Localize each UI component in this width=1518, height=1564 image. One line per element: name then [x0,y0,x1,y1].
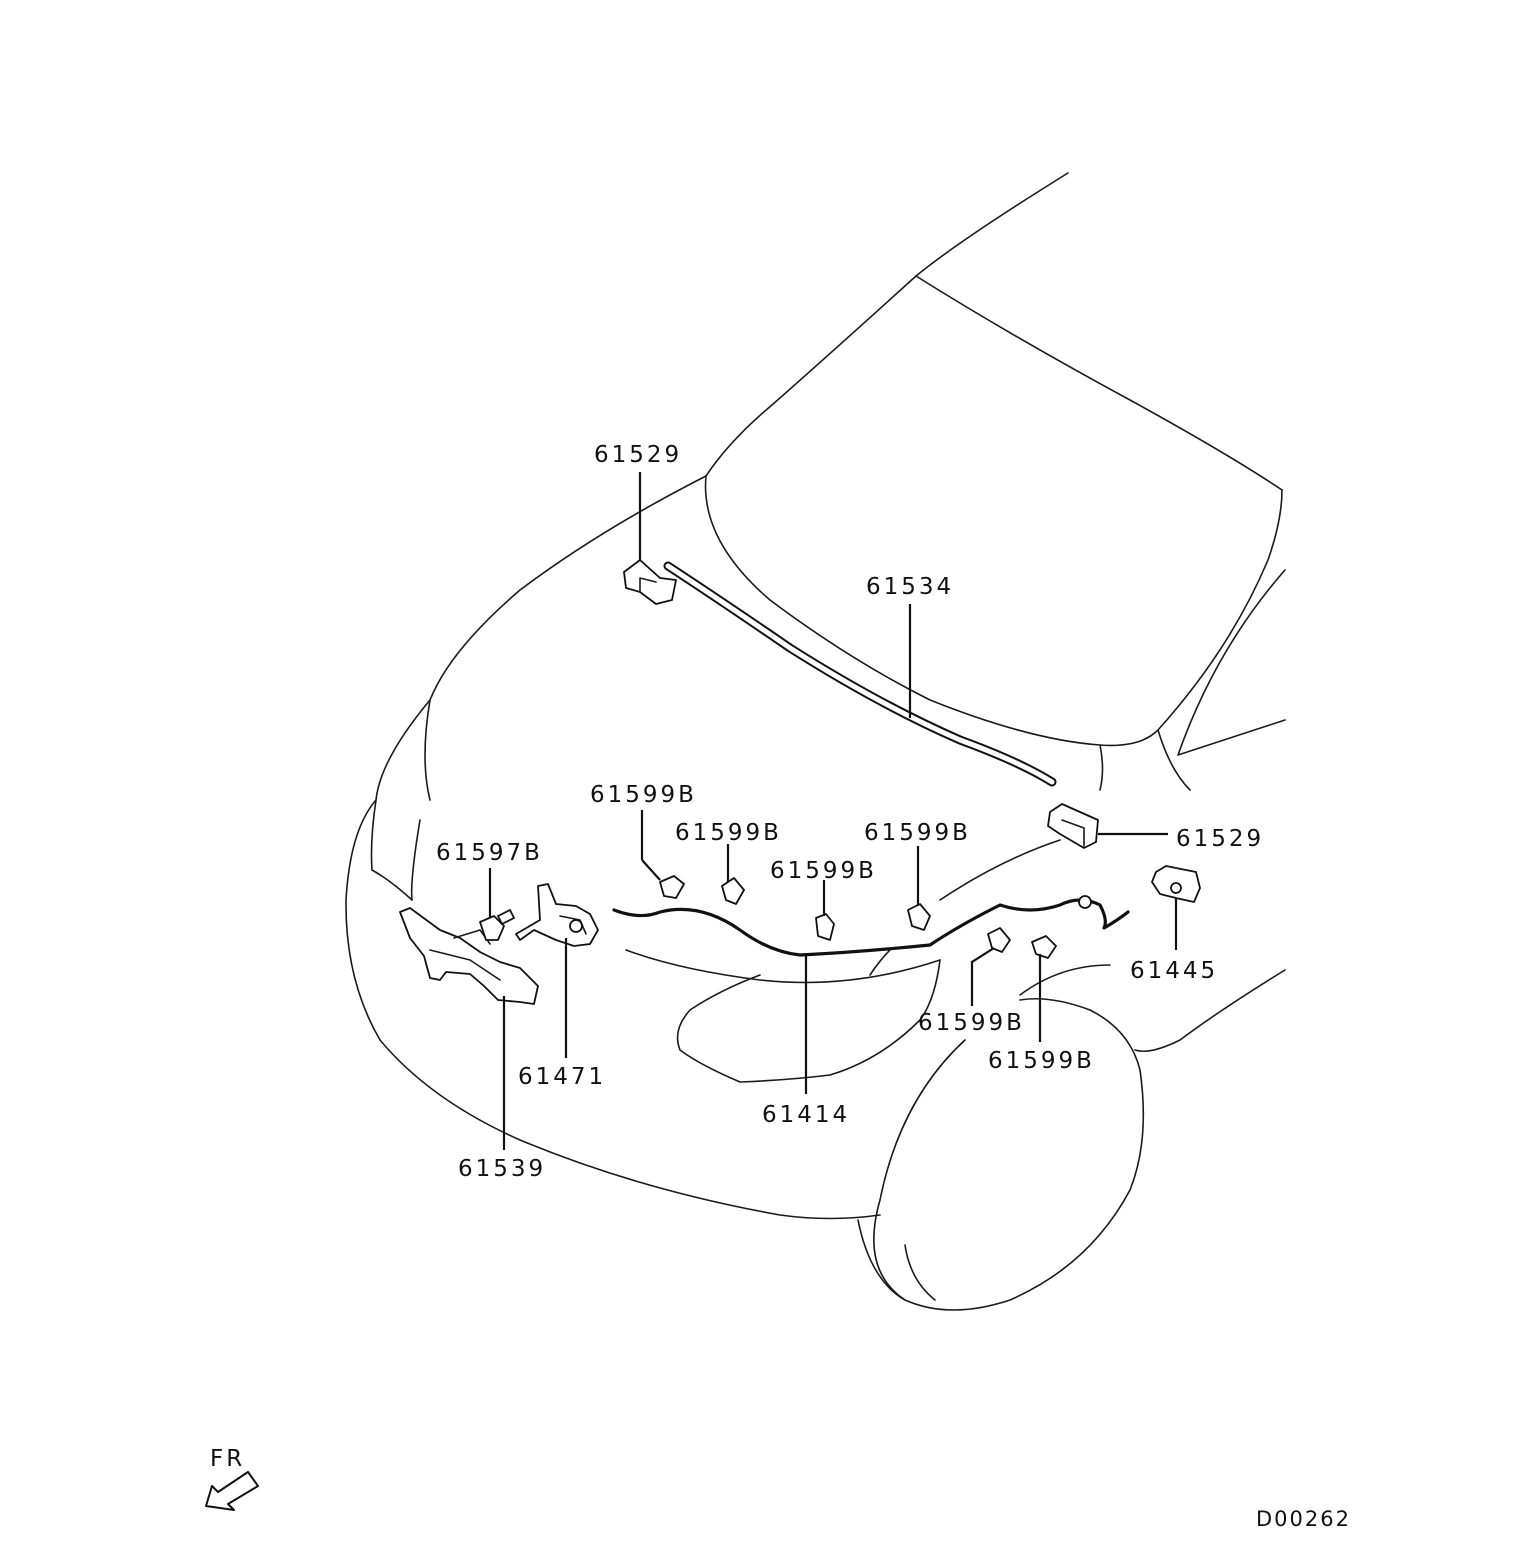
callout-61534: 61534 [866,574,954,600]
release-cable [612,895,1130,957]
release-handle [1151,865,1201,903]
vehicle-outline [345,172,1286,1311]
callout-61599b-4: 61599B [864,820,971,846]
diagram-code: D00262 [1256,1507,1351,1531]
callout-61599b-3: 61599B [770,858,877,884]
callout-61599b-2: 61599B [675,820,782,846]
callout-61539: 61539 [458,1156,546,1182]
callout-61445: 61445 [1130,958,1218,984]
hood-weatherstrip [663,561,1057,787]
orientation-indicator: FR [205,1446,259,1511]
callout-61471: 61471 [518,1064,606,1090]
callout-61529-left: 61529 [594,442,682,468]
orientation-label: FR [210,1446,245,1472]
latch-support [399,907,539,1005]
leader-lines [488,472,1178,1150]
callout-61414: 61414 [762,1102,850,1128]
hood-latch [515,883,599,947]
callout-61529-right: 61529 [1176,826,1264,852]
bolt-icon [479,909,515,941]
hood-stay-right [1047,803,1099,849]
callout-61597b: 61597B [436,840,543,866]
callout-61599b-5: 61599B [918,1010,1025,1036]
front-arrow-icon [205,1471,259,1511]
callout-61599b-1: 61599B [590,782,697,808]
hood-stay-left [623,559,677,605]
callout-61599b-6: 61599B [988,1048,1095,1074]
callout-labels: 61529 61534 61529 61599B 61599B 61599B 6… [436,442,1264,1182]
